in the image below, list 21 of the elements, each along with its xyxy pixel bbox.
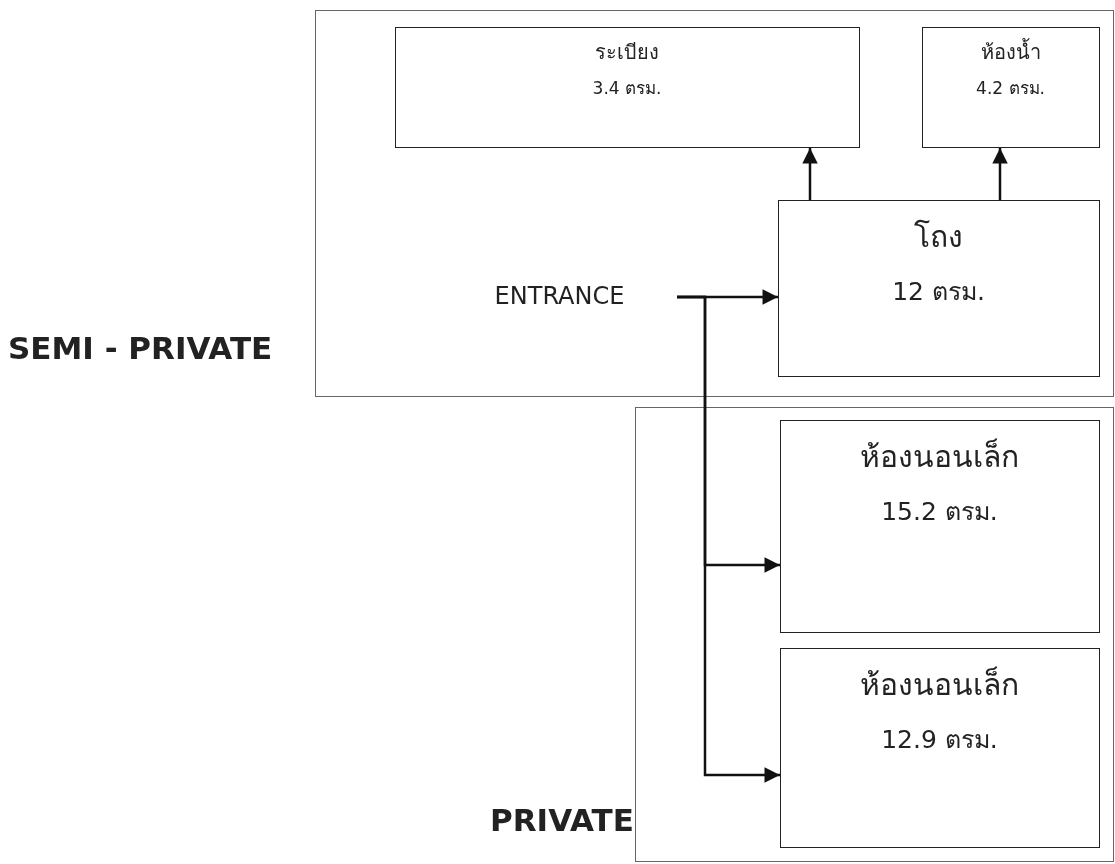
arrow (802, 148, 818, 200)
arrow (677, 295, 780, 783)
zone-frame (315, 10, 1114, 397)
room-name: ห้องนอนเล็ก (860, 438, 1019, 475)
room-area: 12.9 ตรม. (881, 724, 998, 755)
room-box (779, 647, 1100, 848)
room-area: 3.4 ตรม. (592, 77, 662, 98)
room-box (777, 199, 1100, 377)
room-name: โถง (914, 218, 963, 255)
room-box (921, 26, 1100, 148)
room-name: ระเบียง (595, 39, 659, 64)
entrance-label: ENTRANCE (494, 282, 625, 311)
room-area: 12 ตรม. (892, 276, 985, 307)
room-area: 15.2 ตรม. (881, 496, 998, 527)
room-name: ห้องน้ำ (980, 39, 1041, 64)
room-box (779, 419, 1100, 633)
room-box (394, 26, 860, 148)
zone-frame (635, 407, 1114, 862)
room-area: 4.2 ตรม. (976, 77, 1045, 98)
arrow (992, 148, 1008, 200)
room-name: ห้องนอนเล็ก (860, 666, 1019, 703)
